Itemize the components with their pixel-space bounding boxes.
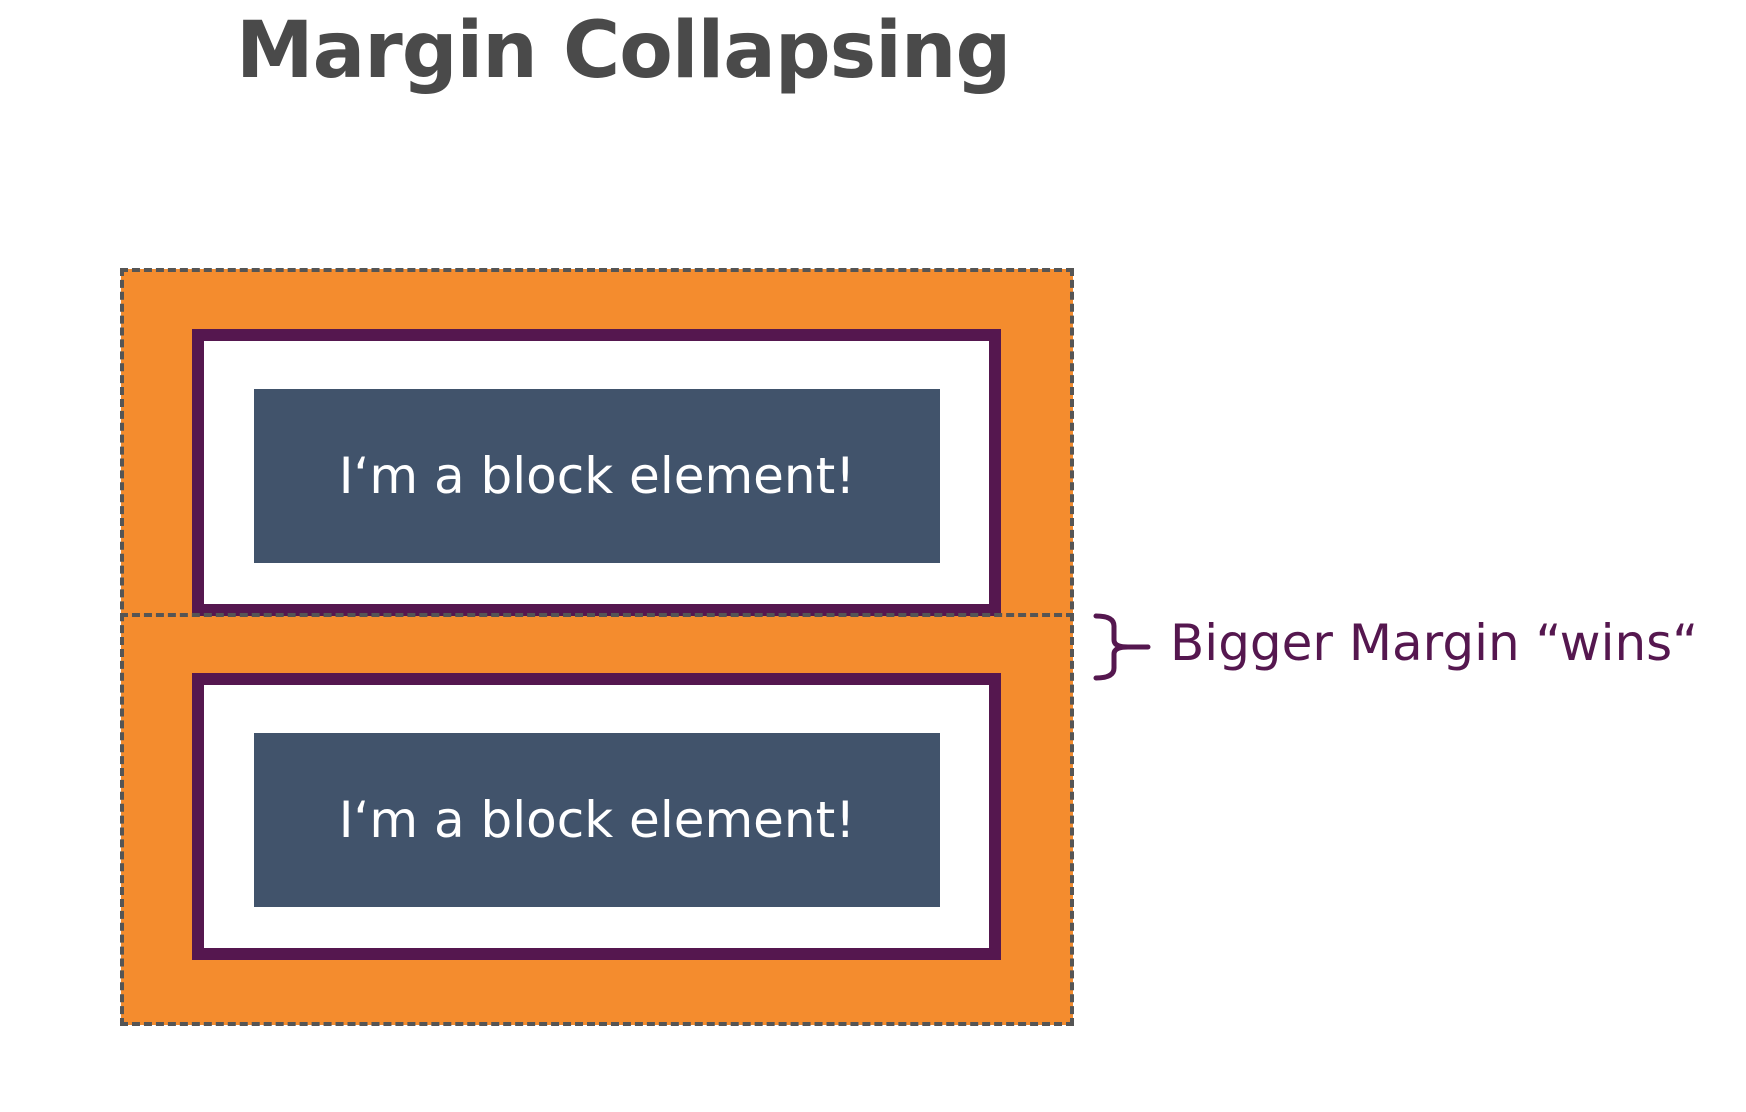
page-title: Margin Collapsing xyxy=(236,6,1011,96)
second-block-label: I‘m a block element! xyxy=(338,791,856,849)
first-block-content: I‘m a block element! xyxy=(254,389,940,563)
collapsed-margin-divider xyxy=(120,613,1074,617)
right-curly-brace-icon xyxy=(1093,613,1151,681)
bigger-margin-note: Bigger Margin “wins“ xyxy=(1170,614,1699,672)
second-block-content: I‘m a block element! xyxy=(254,733,940,907)
first-block-label: I‘m a block element! xyxy=(338,447,856,505)
